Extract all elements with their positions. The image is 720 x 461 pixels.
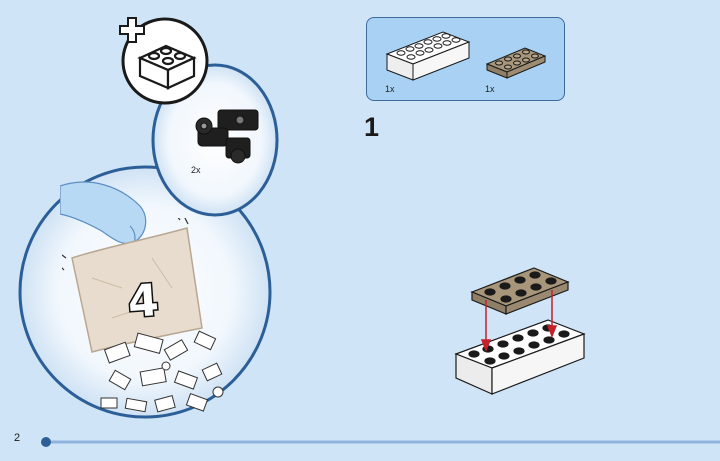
- part-qty-1: 1x: [385, 84, 395, 94]
- step-number: 1: [364, 112, 380, 142]
- add-brick-icon: [118, 14, 210, 106]
- bag-number: 4: [125, 273, 162, 329]
- subassembly-qty: 2x: [191, 165, 201, 175]
- progress-bar: [40, 436, 720, 448]
- white-brick-2x6-icon: [383, 26, 473, 84]
- parts-list-box: 1x 1x: [366, 17, 565, 101]
- assembly-illustration: [452, 262, 588, 400]
- page-number: 2: [14, 432, 21, 444]
- part-qty-2: 1x: [485, 84, 495, 94]
- brown-plate-2x4-icon: [483, 44, 549, 84]
- spilled-bricks-icon: [96, 326, 236, 418]
- black-hinge-part-icon: [190, 104, 264, 166]
